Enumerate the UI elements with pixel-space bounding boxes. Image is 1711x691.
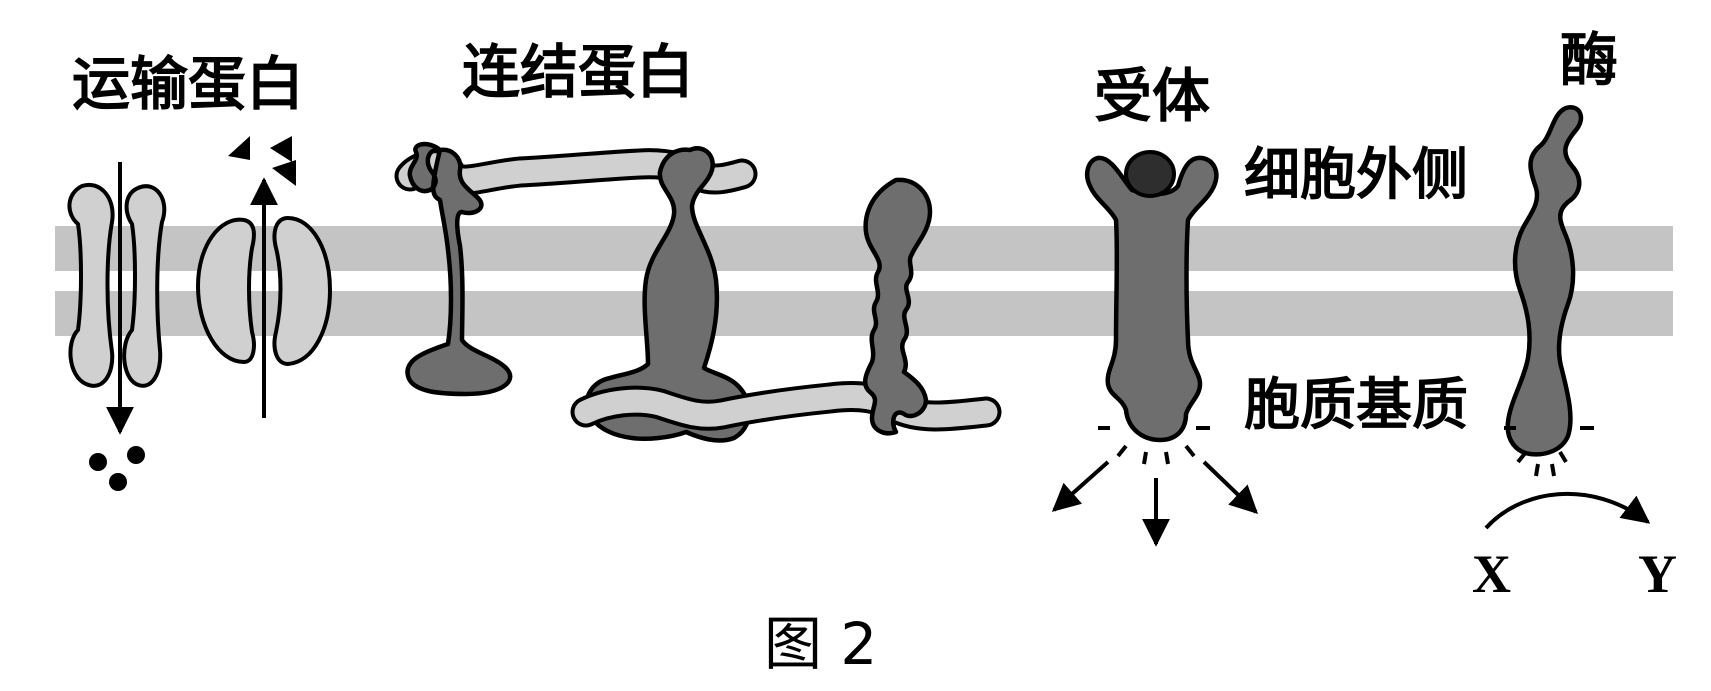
junction-protein-middle bbox=[584, 146, 752, 443]
receptor-body bbox=[1085, 155, 1219, 443]
signal-arrow-right bbox=[1202, 460, 1259, 514]
label-cytoplasmic-matrix: 胞质基质 bbox=[1244, 373, 1468, 438]
junction-protein-left bbox=[405, 141, 513, 397]
label-transport-protein: 运输蛋白 bbox=[72, 50, 304, 118]
label-enzyme: 酶 bbox=[1560, 26, 1618, 94]
transport-protein-channel bbox=[67, 162, 167, 491]
signal-tick bbox=[1116, 444, 1128, 458]
solute-dot bbox=[127, 446, 145, 464]
transport-protein-carrier bbox=[196, 136, 332, 418]
figure-caption: 图 2 bbox=[764, 610, 877, 678]
label-product-y: Y bbox=[1638, 544, 1677, 604]
reaction-arrow bbox=[1484, 491, 1651, 530]
activity-tick bbox=[1534, 463, 1540, 477]
label-extracellular: 细胞外侧 bbox=[1244, 143, 1468, 208]
solute-triangle bbox=[228, 136, 250, 160]
label-junction-protein: 连结蛋白 bbox=[462, 38, 694, 106]
enzyme-body bbox=[1505, 105, 1584, 457]
solute-triangle bbox=[272, 160, 296, 186]
activity-tick bbox=[1558, 450, 1568, 464]
ligand-molecule bbox=[1124, 150, 1176, 198]
solute-dot bbox=[109, 473, 127, 491]
receptor-protein bbox=[1051, 150, 1259, 547]
label-substrate-x: X bbox=[1472, 544, 1511, 604]
carrier-left-half bbox=[196, 217, 256, 364]
solute-triangle bbox=[270, 136, 292, 162]
enzyme-protein bbox=[1484, 105, 1651, 530]
channel-left-half bbox=[67, 182, 115, 388]
junction-protein-right bbox=[862, 177, 933, 436]
signal-tick bbox=[1164, 451, 1170, 465]
junction-protein-complex bbox=[394, 141, 1002, 443]
signal-tick bbox=[1142, 451, 1148, 465]
signal-tick bbox=[1184, 444, 1196, 458]
carrier-right-half bbox=[272, 216, 332, 366]
solute-dot bbox=[89, 453, 107, 471]
channel-right-half bbox=[122, 184, 167, 388]
activity-tick bbox=[1516, 450, 1528, 464]
signal-arrow-left bbox=[1051, 460, 1110, 512]
activity-tick bbox=[1550, 463, 1556, 477]
label-receptor: 受体 bbox=[1094, 62, 1210, 130]
